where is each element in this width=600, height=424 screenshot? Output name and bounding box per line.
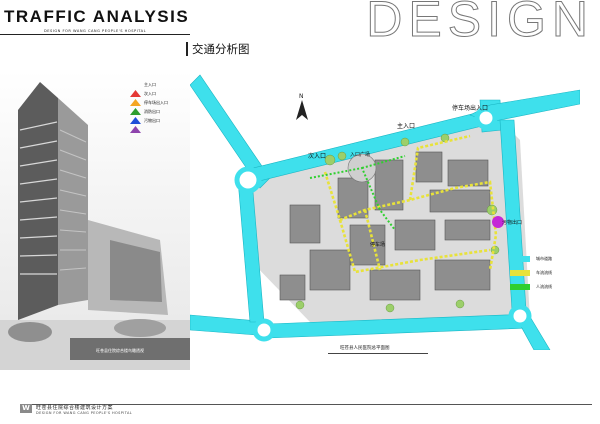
page-title: TRAFFIC ANALYSIS (4, 7, 190, 26)
label-secondary-entrance: 次入口 (308, 152, 326, 160)
legend-label: 次入口 (144, 91, 156, 96)
vehicle-flow (323, 134, 498, 274)
legend-label: 污物出口 (144, 118, 160, 123)
legend-pedestrian-flow: 人流流线 (510, 284, 552, 290)
page-subtitle: DESIGN FOR WANG CANG PEOPLE'S HOSPITAL (44, 29, 147, 33)
roundabout (252, 318, 276, 342)
legend-main-entrance: 主入口 (130, 81, 156, 97)
purple-arrow-icon (130, 118, 141, 133)
footer-logo: W (20, 404, 32, 413)
label-parking: 停车场 (370, 241, 385, 248)
label-waste-exit: 污物出口 (502, 219, 522, 226)
section-marker (186, 42, 188, 56)
plan-title-divider (328, 353, 428, 354)
pedestrian-flow (309, 155, 406, 231)
site-plan: N 主入口 次入口 停车场出入口 污物出口 入口广场 停车场 (190, 60, 580, 350)
label-entrance-plaza: 入口广场 (350, 151, 370, 158)
design-watermark: DESIGN (366, 0, 594, 48)
legend-label: 人流流线 (536, 284, 552, 289)
legend-parking-entrance: 停车场出入口 (130, 99, 168, 115)
trees (295, 133, 500, 313)
north-arrow-icon: N (296, 93, 308, 120)
footer-title: 旺苍县住院综合楼建筑设计方案 (36, 405, 114, 411)
legend-secondary-entrance: 次入口 (130, 90, 156, 106)
legend-label: 城市道路 (536, 256, 552, 261)
legend-label: 消防出口 (144, 109, 160, 114)
legend-city-road: 城市道路 (510, 256, 552, 262)
legend-swatch (510, 270, 530, 276)
roundabout (474, 106, 498, 130)
section-title: 交通分析图 (192, 42, 250, 56)
legend-label: 车流流线 (536, 270, 552, 275)
building-caption: 旺苍县住院综合楼鸟瞰透视 (96, 348, 144, 353)
legend-waste-exit: 污物出口 (130, 117, 160, 133)
orange-arrow-icon (130, 91, 141, 106)
footer-divider (20, 404, 592, 405)
legend-label: 停车场出入口 (144, 100, 168, 105)
plan-title: 旺苍县人民医院总平面图 (340, 346, 390, 351)
roundabout (234, 166, 262, 194)
legend-swatch (510, 284, 530, 290)
legend-vehicle-flow: 车流流线 (510, 270, 552, 276)
footer-subtitle: DESIGN FOR WANG CANG PEOPLE'S HOSPITAL (36, 411, 133, 415)
label-main-entrance: 主入口 (397, 122, 415, 130)
legend-fire-exit: 消防出口 (130, 108, 160, 124)
blue-arrow-icon (130, 109, 141, 124)
title-divider (0, 34, 190, 35)
red-arrow-icon (130, 82, 141, 97)
svg-text:N: N (299, 93, 304, 100)
green-arrow-icon (130, 100, 141, 115)
label-parking-entrance: 停车场出入口 (452, 104, 488, 112)
building-perspective-image (0, 70, 190, 370)
legend-label: 主入口 (144, 82, 156, 87)
city-roads (190, 74, 580, 350)
legend-swatch (510, 256, 530, 262)
waste-exit-marker (492, 216, 504, 228)
roundabout (508, 304, 532, 328)
hospital-buildings (279, 151, 491, 301)
